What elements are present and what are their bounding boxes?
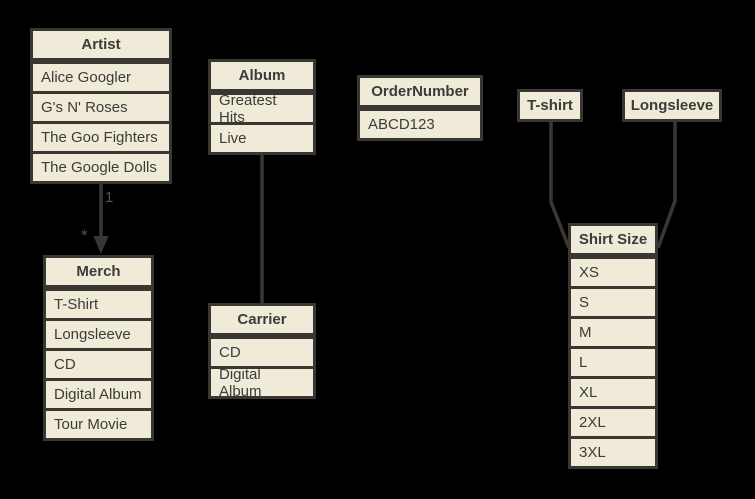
entity-title: T-shirt: [517, 89, 583, 122]
list-item: M: [568, 316, 658, 349]
list-item: ABCD123: [357, 108, 483, 141]
entity-longsleeve[interactable]: Longsleeve: [622, 89, 722, 122]
entity-order-number[interactable]: OrderNumber ABCD123: [357, 75, 483, 141]
list-item: 3XL: [568, 436, 658, 469]
connector-tshirt-shirtsize: [549, 122, 571, 249]
connector-longsleeve-shirtsize: [656, 122, 677, 249]
list-item: The Goo Fighters: [30, 121, 172, 154]
entity-title: Carrier: [208, 303, 316, 336]
list-item: Live: [208, 122, 316, 155]
list-item: Greatest Hits: [208, 92, 316, 126]
list-item: Alice Googler: [30, 61, 172, 94]
entity-title: Album: [208, 59, 316, 92]
list-item: L: [568, 346, 658, 379]
multiplicity-label-star: *: [81, 226, 88, 245]
entity-title: Artist: [30, 28, 172, 61]
list-item: CD: [43, 348, 154, 381]
list-item: Digital Album: [208, 366, 316, 400]
list-item: G's N' Roses: [30, 91, 172, 124]
entity-tshirt[interactable]: T-shirt: [517, 89, 583, 122]
list-item: 2XL: [568, 406, 658, 439]
entity-title: Merch: [43, 255, 154, 288]
list-item: The Google Dolls: [30, 151, 172, 184]
list-item: T-Shirt: [43, 288, 154, 321]
list-item: S: [568, 286, 658, 319]
entity-title: OrderNumber: [357, 75, 483, 108]
list-item: Tour Movie: [43, 408, 154, 441]
list-item: CD: [208, 336, 316, 369]
entity-title: Shirt Size: [568, 223, 658, 256]
multiplicity-label-one: 1: [105, 189, 114, 206]
entity-title: Longsleeve: [622, 89, 722, 122]
list-item: Digital Album: [43, 378, 154, 411]
list-item: XL: [568, 376, 658, 409]
entity-rows: ABCD123: [357, 108, 483, 141]
arrowhead-artist-merch-icon: [93, 236, 109, 254]
list-item: XS: [568, 256, 658, 289]
list-item: Longsleeve: [43, 318, 154, 351]
